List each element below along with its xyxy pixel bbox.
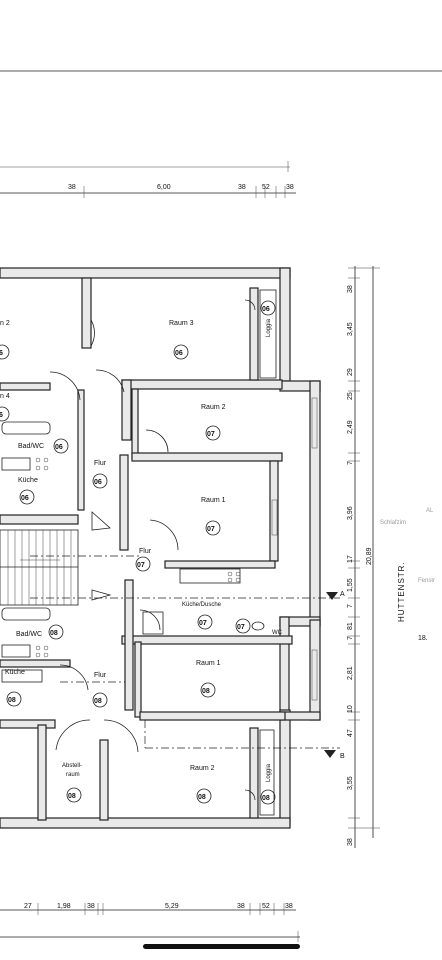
unit-number: 08 [262, 795, 270, 802]
dim-bottom: 52 [262, 903, 270, 910]
room-label: Bad/WC [18, 443, 44, 450]
room-label: Bad/WC [16, 631, 42, 638]
dim-top-5: 38 [286, 184, 294, 191]
section-a-label: A [340, 591, 345, 598]
margin-note: AL [426, 508, 434, 514]
unit-number: 08 [198, 794, 206, 801]
unit-number: 08 [68, 793, 76, 800]
room-label: Loggia [266, 318, 272, 337]
street-name: HUTTENSTR. [397, 561, 406, 622]
dim-right: 47 [347, 729, 354, 737]
room-label: WC [272, 630, 283, 636]
dim-bottom: 1,98 [57, 903, 71, 910]
room-labels: n 2 Raum 3 n 4 Bad/WC Küche Flur Loggia … [0, 318, 283, 782]
dim-right: 38 [347, 285, 354, 293]
room-label: n 2 [0, 320, 10, 327]
margin-note: Schlafzim [380, 520, 406, 526]
dim-right: 1,55 [347, 578, 354, 592]
dim-bottom: 27 [24, 903, 32, 910]
unit-number: 08 [94, 698, 102, 705]
door-swings [49, 319, 179, 753]
unit-number: 07 [207, 526, 215, 533]
dim-right: 7 [347, 604, 354, 608]
room-label: Flur [139, 548, 152, 555]
unit-number: 07 [199, 620, 207, 627]
room-label: Flur [94, 672, 107, 679]
apartment-markers: 6 06 6 06 06 06 06 07 07 07 07 07 08 08 … [0, 300, 276, 805]
home-indicator[interactable] [143, 944, 300, 949]
unit-number: 07 [137, 562, 145, 569]
unit-number: 06 [175, 350, 183, 357]
margin-notes: Schlafzim AL Fenstr 18. [380, 508, 435, 642]
margin-note: Fenstr [418, 578, 435, 584]
room-label: Raum 1 [196, 660, 221, 667]
dim-top-4: 52 [262, 184, 270, 191]
dim-right: 2,81 [347, 666, 354, 680]
dim-right: 38 [347, 838, 354, 846]
room-label: Küche [5, 669, 25, 676]
dim-right: 29 [347, 368, 354, 376]
loggia-details [244, 289, 318, 816]
unit-number: 6 [0, 350, 3, 357]
staircase [0, 529, 79, 606]
unit-number: 06 [262, 306, 270, 313]
room-label: n 4 [0, 393, 10, 400]
dim-bottom: 38 [285, 903, 293, 910]
section-b-label: B [340, 753, 345, 760]
dim-right: 2,49 [347, 420, 354, 434]
room-label: Raum 1 [201, 497, 226, 504]
dim-top-1: 38 [68, 184, 76, 191]
dim-bottom: 38 [237, 903, 245, 910]
unit-number: 06 [55, 444, 63, 451]
margin-note: 18. [418, 635, 428, 642]
unit-number: 08 [50, 630, 58, 637]
top-dimension-chain: 38 6,00 38 52 38 [0, 161, 296, 198]
dim-right: 3,96 [347, 506, 354, 520]
dim-top-3: 38 [238, 184, 246, 191]
dim-right: 10 [347, 705, 354, 713]
dim-top-2: 6,00 [157, 184, 171, 191]
room-label: Raum 3 [169, 320, 194, 327]
dim-right: 7 [347, 636, 354, 640]
dim-right: 81 [347, 622, 354, 630]
dim-right: 25 [347, 392, 354, 400]
dim-right: 3,55 [347, 776, 354, 790]
unit-number: 07 [207, 431, 215, 438]
room-label: Küche/Dusche [182, 602, 222, 608]
right-dimension-chain: 38 3,45 29 25 2,49 7 3,96 17 1,55 7 81 7… [347, 266, 380, 848]
dim-bottom: 38 [87, 903, 95, 910]
bottom-dimension-chain: 27 1,98 38 5,29 38 52 38 [0, 903, 300, 942]
dim-right: 3,45 [347, 322, 354, 336]
room-label: Flur [94, 460, 107, 467]
dim-bottom: 5,29 [165, 903, 179, 910]
room-label: Abstell- [62, 763, 82, 769]
unit-number: 06 [21, 495, 29, 502]
room-label: Loggia [266, 763, 272, 782]
interior-walls [0, 277, 293, 821]
section-b-arrow [324, 750, 336, 758]
section-lines: A B [30, 555, 345, 760]
fixtures [1, 421, 265, 683]
section-a-arrow [326, 592, 338, 600]
unit-number: 6 [0, 412, 3, 419]
unit-number: 08 [202, 688, 210, 695]
dim-right-total: 20,89 [366, 547, 373, 565]
room-label: raum [66, 772, 80, 778]
dim-right: 7 [347, 461, 354, 465]
room-label: Raum 2 [190, 765, 215, 772]
unit-number: 07 [237, 624, 245, 631]
room-label: Raum 2 [201, 404, 226, 411]
unit-number: 06 [94, 479, 102, 486]
unit-number: 08 [8, 697, 16, 704]
room-label: Küche [18, 477, 38, 484]
dim-right: 17 [347, 555, 354, 563]
